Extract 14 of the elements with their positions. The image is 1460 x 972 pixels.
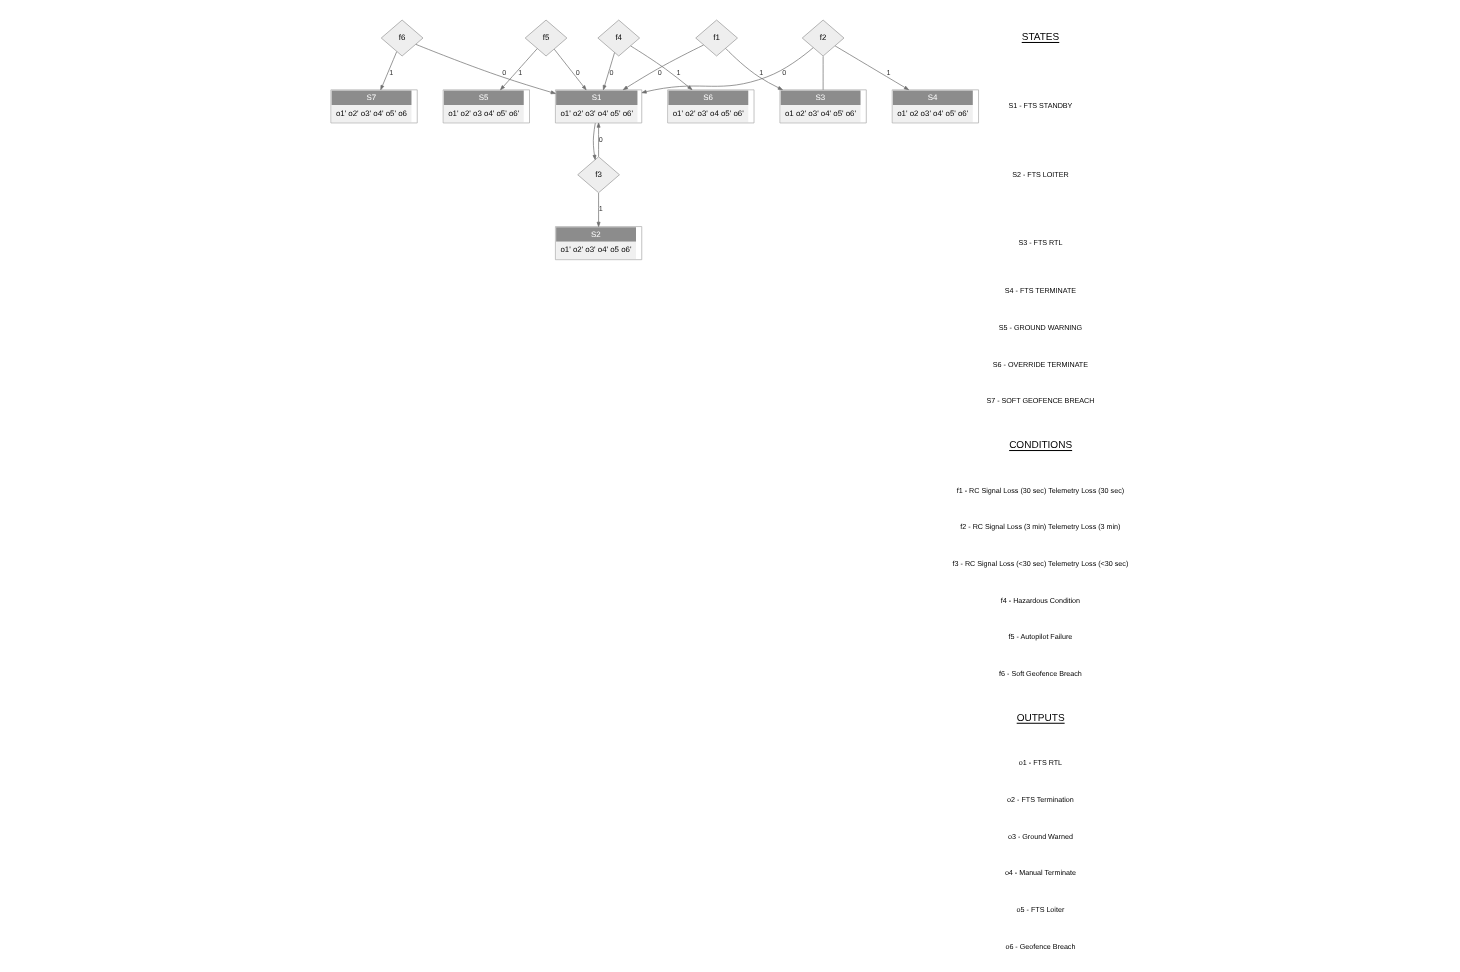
arrow: [621, 44, 703, 91]
arrow: [595, 122, 600, 157]
arrow: [595, 192, 600, 227]
arrow: [601, 52, 614, 91]
arrow: [640, 47, 813, 94]
arrow: [591, 122, 596, 160]
arrow: [833, 45, 908, 91]
arrow: [552, 48, 586, 91]
arrow: [379, 51, 397, 91]
arrow: [414, 44, 555, 95]
connector: [821, 55, 823, 91]
arrow: [629, 45, 692, 91]
arrow: [724, 48, 782, 91]
arrow: [499, 48, 537, 91]
